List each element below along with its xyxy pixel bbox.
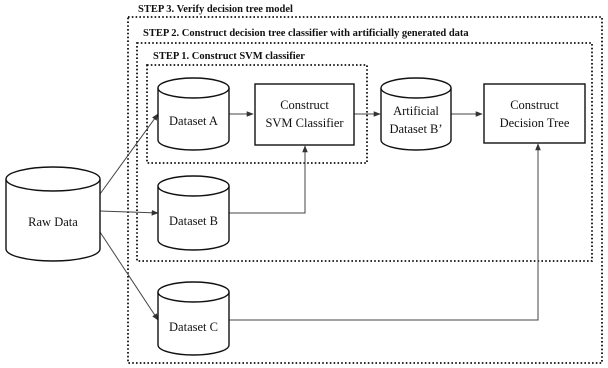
dataset-c-label: Dataset C: [169, 320, 218, 334]
svm-classifier-box: [254, 83, 355, 146]
svm-label-line2: SVM Classifier: [265, 116, 344, 130]
dataset-c-cylinder: [157, 281, 230, 356]
tree-label-line1: Construct: [510, 98, 559, 112]
dataset-b-label: Dataset B: [169, 214, 218, 228]
svm-label-line1: Construct: [280, 98, 329, 112]
dataset-a-cylinder: [157, 77, 230, 151]
arrow-raw-to-b: [99, 209, 159, 216]
arrow-c-to-tree: [229, 143, 541, 321]
artificial-label-line1: Artificial: [393, 104, 439, 118]
dataset-a-label: Dataset A: [169, 114, 218, 128]
tree-label-line2: Decision Tree: [500, 116, 570, 130]
step3-frame: [127, 16, 603, 364]
dataset-b-cylinder: [157, 175, 230, 251]
step3-title: STEP 3. Verify decision tree model: [138, 4, 293, 15]
artificial-label-line2: Dataset B’: [389, 122, 442, 136]
raw-data-label: Raw Data: [28, 215, 78, 229]
decision-tree-box: [483, 83, 586, 144]
arrow-raw-to-c: [99, 231, 159, 321]
step2-title: STEP 2. Construct decision tree classifi…: [143, 28, 469, 39]
arrow-raw-to-a: [99, 113, 159, 195]
arrow-b-to-svm: [229, 145, 308, 214]
step2-frame: [136, 42, 593, 262]
step1-title: STEP 1. Construct SVM classifier: [153, 51, 305, 62]
artificial-dataset-cylinder: [380, 77, 452, 151]
raw-data-cylinder: [5, 166, 101, 262]
